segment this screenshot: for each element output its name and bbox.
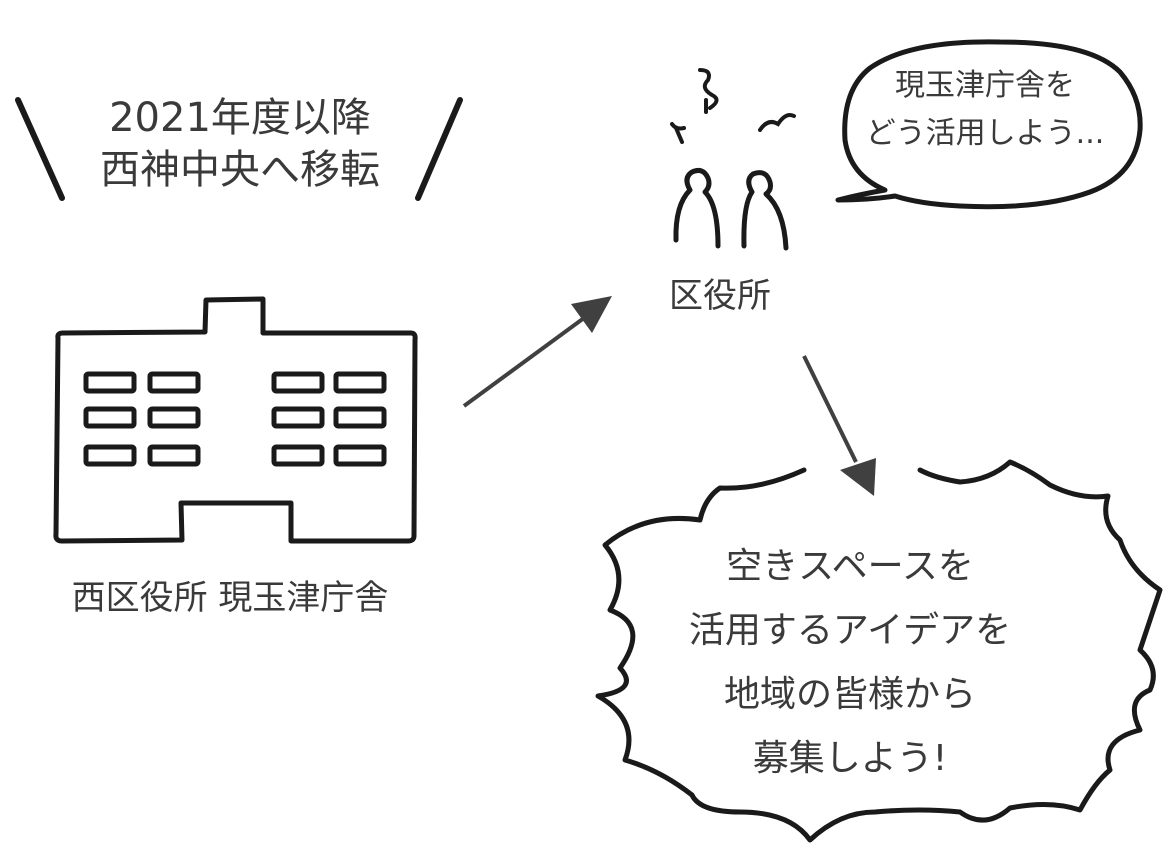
arrow-to-burst bbox=[802, 355, 876, 496]
burst-line-1: 空きスペースを bbox=[726, 546, 974, 587]
burst-line-2: 活用するアイデアを bbox=[688, 610, 1012, 651]
speech-line-1: 現玉津庁舎を bbox=[895, 68, 1075, 103]
two-people-icon bbox=[673, 168, 789, 251]
burst-line-4: 募集しよう! bbox=[752, 738, 948, 779]
speech-line-2: どう活用しよう... bbox=[865, 116, 1105, 151]
idea-burst-shape bbox=[595, 459, 1163, 843]
right-slash bbox=[415, 97, 463, 201]
headline-line-2: 西神中央へ移転 bbox=[100, 147, 380, 193]
arrow-to-office bbox=[462, 296, 612, 408]
worry-squiggles-icon bbox=[670, 68, 796, 144]
burst-text: 空きスペースを 活用するアイデアを 地域の皆様から 募集しよう! bbox=[620, 535, 1080, 791]
headline: 2021年度以降 西神中央へ移転 bbox=[60, 92, 420, 196]
office-building-icon bbox=[53, 296, 418, 544]
speech-bubble-text: 現玉津庁舎を どう活用しよう... bbox=[850, 62, 1120, 158]
burst-line-3: 地域の皆様から bbox=[723, 674, 976, 715]
office-label: 区役所 bbox=[669, 276, 771, 316]
speech-bubble bbox=[835, 39, 1143, 210]
left-slash bbox=[15, 97, 65, 201]
building-label: 西区役所 現玉津庁舎 bbox=[71, 578, 389, 618]
headline-line-1: 2021年度以降 bbox=[109, 95, 371, 141]
